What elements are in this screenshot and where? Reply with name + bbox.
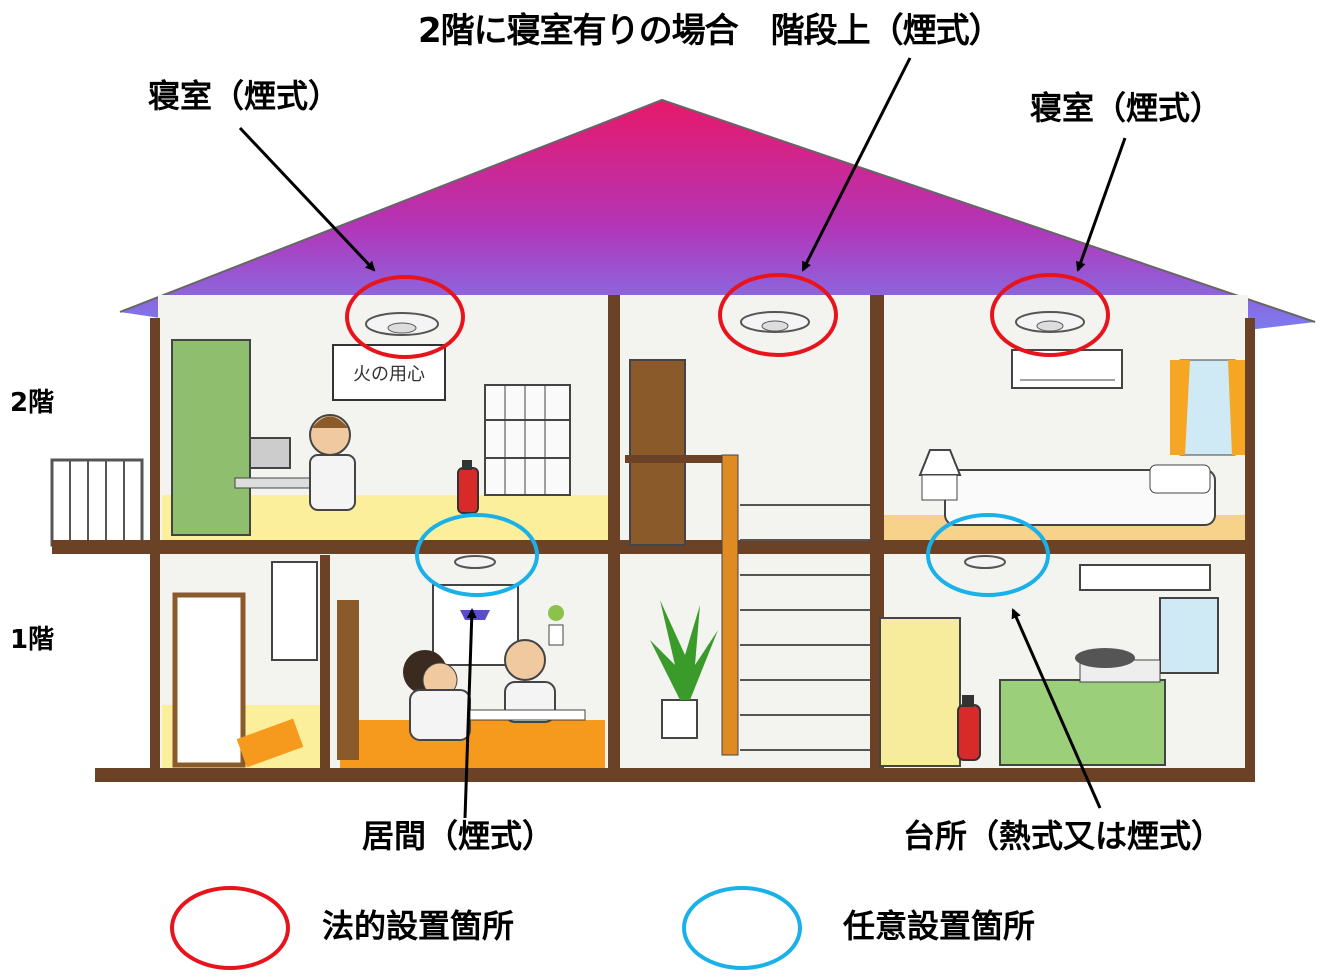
potted-plant — [650, 600, 718, 739]
legend-optional-circle — [682, 886, 802, 970]
detector-1f-living — [454, 555, 496, 569]
house-frame — [52, 295, 1255, 782]
floor-1f-living — [340, 720, 605, 770]
required-circle-stairs — [718, 273, 838, 357]
arrow-kitchen — [1011, 608, 1102, 809]
range-hood — [1079, 564, 1211, 591]
doormat — [236, 718, 304, 768]
flower-vase — [548, 605, 564, 646]
kitchen-window — [1159, 597, 1219, 674]
detector-2f-bedroom-right — [1015, 311, 1085, 333]
kitchen-counter — [999, 648, 1166, 766]
door-2f — [171, 339, 251, 536]
arrow-bedroom-right — [1075, 137, 1127, 272]
detector-2f-bedroom-left — [365, 312, 439, 336]
label-kitchen: 台所（熱式又は煙式） — [903, 817, 1224, 855]
required-circle-bedroom-left — [345, 275, 465, 359]
bed — [944, 464, 1216, 526]
arrow-living — [463, 608, 477, 819]
required-circle-bedroom-right — [990, 273, 1110, 357]
refrigerator — [879, 617, 961, 767]
roof-outline — [119, 98, 1316, 323]
front-door — [172, 592, 246, 768]
couple-at-table — [403, 639, 586, 741]
optional-circle-kitchen — [926, 513, 1050, 597]
bedside-lamp — [918, 449, 962, 501]
label-staircase: 2階に寝室有りの場合 階段上（煙式） — [418, 11, 1003, 51]
arrow-stairs — [801, 57, 912, 272]
stair-rail — [625, 455, 735, 463]
person-at-desk — [234, 414, 356, 511]
bookshelf — [484, 384, 571, 496]
label-living-room: 居間（煙式） — [362, 817, 555, 855]
balcony — [50, 458, 144, 547]
stair-post — [721, 454, 739, 756]
smoke-detector-blue — [460, 610, 490, 620]
fire-poster-text: 火の用心 — [353, 364, 425, 385]
label-bedroom-right: 寝室（煙式） — [1030, 89, 1223, 127]
calligraphy-scroll — [271, 561, 318, 661]
label-floor-2: 2階 — [10, 388, 55, 418]
living-window — [432, 584, 519, 666]
door-1f-living — [337, 600, 359, 760]
roof — [120, 100, 1315, 330]
air-conditioner — [1011, 349, 1123, 389]
fire-extinguisher-2f — [457, 460, 479, 514]
legend-required-label: 法的設置箇所 — [322, 907, 515, 945]
curtain-window — [1170, 359, 1245, 456]
fire-extinguisher-1f — [957, 695, 981, 761]
label-floor-1: 1階 — [10, 625, 55, 655]
staircase — [740, 504, 870, 751]
door-stair-hall — [629, 359, 686, 546]
detector-2f-stairs — [740, 311, 810, 333]
legend-required-circle — [170, 886, 290, 970]
arrow-bedroom-left — [238, 126, 376, 272]
detector-1f-kitchen — [964, 555, 1006, 569]
legend-optional-label: 任意設置箇所 — [843, 907, 1036, 945]
label-bedroom-left: 寝室（煙式） — [148, 77, 341, 115]
optional-circle-living — [415, 513, 539, 597]
